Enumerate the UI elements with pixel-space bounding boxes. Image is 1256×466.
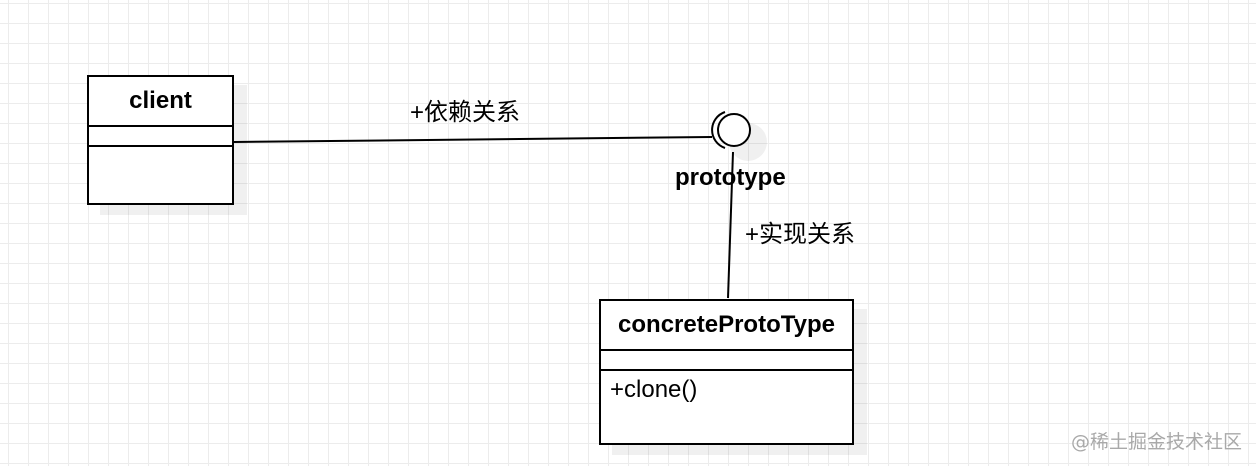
client-class-name: client [89,77,232,127]
realization-line [727,151,734,299]
dependency-label: +依赖关系 [410,99,521,126]
client-class-box[interactable]: client [87,75,234,205]
realization-label: +实现关系 [745,221,856,248]
watermark: @稀土掘金技术社区 [1070,431,1242,453]
dependency-line [233,136,713,143]
concrete-class-box[interactable]: concreteProtoType +clone() [599,299,854,445]
interface-socket-arc [711,111,726,149]
interface-name-label: prototype [675,164,786,191]
client-class-operations [89,147,232,157]
concrete-class-operations: +clone() [601,371,852,409]
concrete-class-name: concreteProtoType [601,301,852,351]
interface-ball [717,113,751,147]
client-class-attributes [89,127,232,147]
clone-operation: +clone() [610,376,698,403]
concrete-class-attributes [601,351,852,371]
